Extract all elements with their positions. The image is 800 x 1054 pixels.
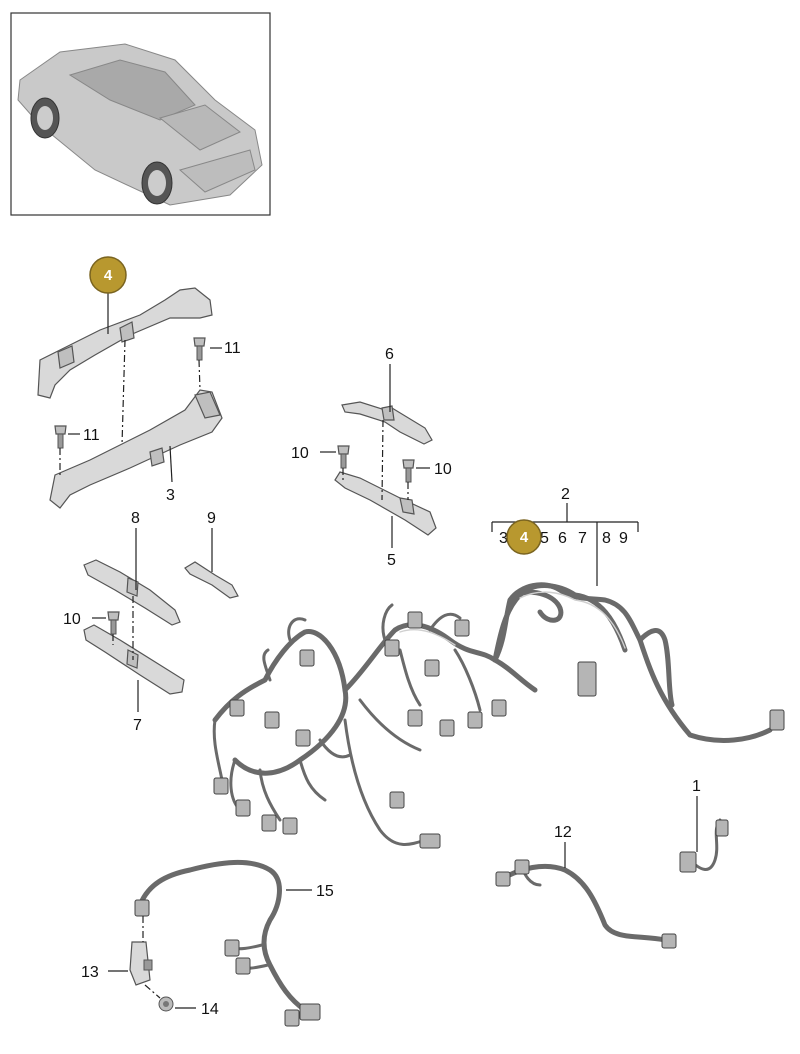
group-2-item-6: 6 xyxy=(558,530,567,547)
connector-right-end xyxy=(769,709,785,731)
connector-top-d xyxy=(424,659,440,677)
leader-3 xyxy=(169,445,173,483)
callout-10-7: 10 xyxy=(63,611,81,628)
callout-labels: 11 11 3 6 10 10 5 8 9 10 7 2 3 5 6 7 8 9… xyxy=(63,340,701,1018)
callout-8: 8 xyxy=(131,510,140,527)
main-wiring-harness-2 xyxy=(212,582,773,846)
bracket-4-upper xyxy=(37,287,213,399)
callout-1: 1 xyxy=(692,778,701,795)
callout-10-right-5: 10 xyxy=(434,461,452,478)
bolt-10-right-5 xyxy=(402,459,415,483)
callout-3: 3 xyxy=(166,487,175,504)
connector-center-c xyxy=(467,711,483,729)
connector-left-a xyxy=(213,777,229,795)
connector-bottom-a xyxy=(389,791,405,809)
wiring-harness-1 xyxy=(679,818,729,873)
bracket-8 xyxy=(83,559,181,626)
callout-7: 7 xyxy=(133,717,142,734)
harness-connectors xyxy=(213,611,785,849)
group-2-item-8: 8 xyxy=(602,530,611,547)
bracket-9 xyxy=(184,561,239,599)
group-2-item-5: 5 xyxy=(540,530,549,547)
connector-ecu xyxy=(577,661,597,697)
sensor-13 xyxy=(129,941,153,986)
bracket-6 xyxy=(341,401,433,445)
connector-top-b xyxy=(407,611,423,629)
connector-center-b xyxy=(439,719,455,737)
connector-center-d xyxy=(491,699,507,717)
dash-line-6-5 xyxy=(381,419,384,501)
bolt-10-left-5 xyxy=(337,445,350,469)
connector-top-c xyxy=(384,639,400,657)
group-2-item-7: 7 xyxy=(578,530,587,547)
badge-4-top[interactable]: 4 xyxy=(89,256,127,294)
connector-mid-a xyxy=(264,711,280,729)
connector-mid-b xyxy=(295,729,311,747)
car-thumbnail-icon xyxy=(17,43,263,206)
connector-left-d xyxy=(282,817,298,835)
callout-6: 6 xyxy=(385,346,394,363)
callout-11-lower: 11 xyxy=(83,427,100,444)
badge-4-group-label: 4 xyxy=(520,529,529,546)
connector-top-a xyxy=(454,619,470,637)
callout-5: 5 xyxy=(387,552,396,569)
connector-bottom-b xyxy=(419,833,441,849)
bolt-10-left-7 xyxy=(107,611,120,635)
connector-mid-c xyxy=(299,649,315,667)
grommet-14 xyxy=(158,996,174,1012)
connector-left-e xyxy=(229,699,245,717)
connector-left-b xyxy=(235,799,251,817)
dash-line-13-14 xyxy=(144,984,161,999)
callout-14: 14 xyxy=(201,1001,219,1018)
connector-center-a xyxy=(407,709,423,727)
vehicle-thumbnail xyxy=(10,12,271,216)
wiring-harness-15 xyxy=(134,860,321,1027)
connector-left-c xyxy=(261,814,277,832)
callout-15: 15 xyxy=(316,883,334,900)
badge-4-top-label: 4 xyxy=(104,267,113,284)
group-2-item-9: 9 xyxy=(619,530,628,547)
group-2-item-3: 3 xyxy=(499,530,508,547)
bracket-5 xyxy=(334,471,437,536)
dash-line-4-3 xyxy=(121,339,126,446)
bolt-11-upper xyxy=(193,337,206,361)
badge-4-group[interactable]: 4 xyxy=(506,519,542,555)
bracket-3 xyxy=(49,389,223,509)
callout-13: 13 xyxy=(81,964,99,981)
wiring-harness-12 xyxy=(495,859,677,949)
bracket-7 xyxy=(83,624,185,695)
dash-line-11-upper xyxy=(198,359,201,391)
callout-9: 9 xyxy=(207,510,216,527)
callout-11-upper: 11 xyxy=(224,340,241,357)
callout-2: 2 xyxy=(561,486,570,503)
bolt-11-lower xyxy=(54,425,67,449)
callout-10-left-5: 10 xyxy=(291,445,309,462)
callout-12: 12 xyxy=(554,824,572,841)
